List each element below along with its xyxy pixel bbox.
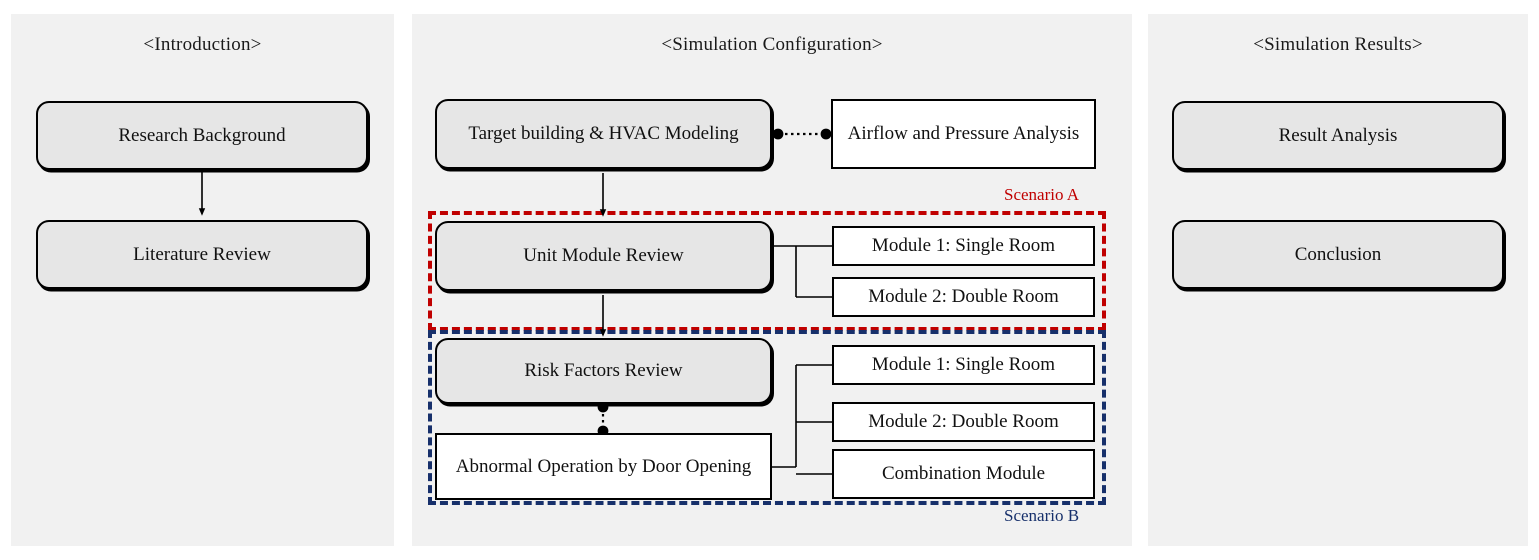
node-scenario-b-module-2[interactable]: Module 2: Double Room — [832, 402, 1095, 442]
scenario-b-frame — [428, 330, 1106, 505]
panel-simulation-results: <Simulation Results> Result Analysis Con… — [1148, 14, 1528, 546]
node-scenario-a-module-1[interactable]: Module 1: Single Room — [832, 226, 1095, 266]
scenario-a-frame — [428, 211, 1106, 331]
node-result-analysis[interactable]: Result Analysis — [1172, 101, 1504, 170]
node-scenario-a-module-2[interactable]: Module 2: Double Room — [832, 277, 1095, 317]
panel-simulation-results-title: <Simulation Results> — [1253, 34, 1423, 55]
scenario-b-label: Scenario B — [1004, 506, 1080, 525]
panel-introduction-title: <Introduction> — [143, 34, 262, 55]
node-research-background[interactable]: Research Background — [36, 101, 368, 170]
node-conclusion[interactable]: Conclusion — [1172, 220, 1504, 289]
node-scenario-b-combination-module[interactable]: Combination Module — [832, 449, 1095, 499]
panel-simulation-configuration-title: <Simulation Configuration> — [661, 34, 883, 55]
node-airflow-and-pressure-analysis[interactable]: Airflow and Pressure Analysis — [831, 99, 1096, 169]
node-literature-review[interactable]: Literature Review — [36, 220, 368, 289]
node-target-building-hvac-modeling[interactable]: Target building & HVAC Modeling — [435, 99, 772, 169]
node-abnormal-operation-by-door-opening[interactable]: Abnormal Operation by Door Opening — [435, 433, 772, 500]
node-risk-factors-review[interactable]: Risk Factors Review — [435, 338, 772, 404]
node-scenario-b-module-1[interactable]: Module 1: Single Room — [832, 345, 1095, 385]
panel-introduction: <Introduction> Research Background Liter… — [11, 14, 394, 546]
scenario-a-label: Scenario A — [1004, 185, 1080, 204]
node-unit-module-review[interactable]: Unit Module Review — [435, 221, 772, 291]
